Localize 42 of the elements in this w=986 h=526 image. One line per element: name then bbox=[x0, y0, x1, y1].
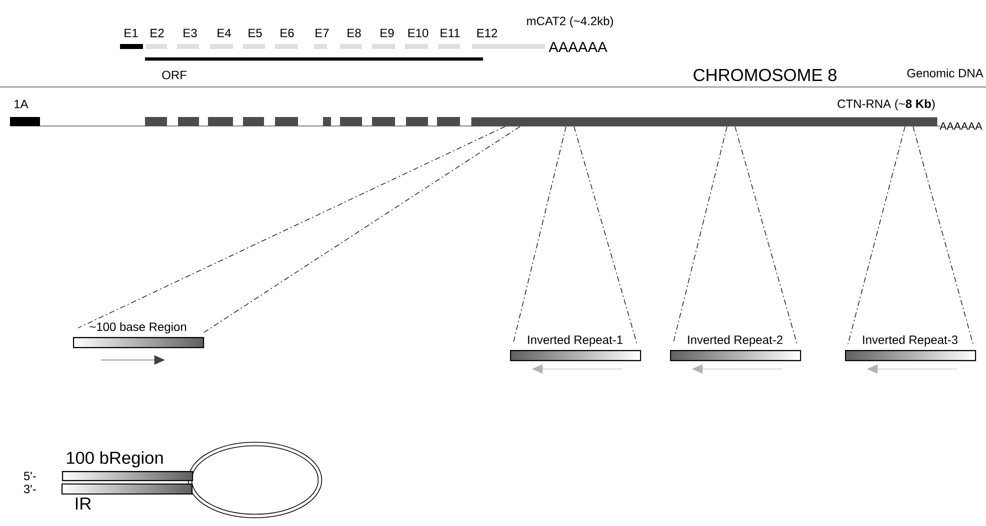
zoom-line bbox=[512, 126, 566, 344]
orf-label: ORF bbox=[162, 70, 186, 80]
node-label: Inverted Repeat-2 bbox=[688, 335, 782, 346]
zoom-line bbox=[734, 126, 798, 344]
genomic-label: Genomic DNA bbox=[907, 68, 984, 78]
exon-label: E5 bbox=[248, 28, 262, 38]
exon-label: E7 bbox=[316, 28, 329, 38]
exon-label: E11 bbox=[440, 28, 460, 38]
exon-label: E8 bbox=[348, 28, 361, 38]
region-box: Inverted Repeat-3 bbox=[845, 335, 976, 362]
rna-label: CTN-RNA (~8 Kb) bbox=[838, 99, 935, 110]
exon-label: E6 bbox=[280, 28, 294, 38]
region-box: Inverted Repeat-2 bbox=[670, 335, 802, 362]
exon-label: E2 bbox=[150, 28, 164, 38]
region-label: IR bbox=[76, 498, 91, 510]
rna-bar bbox=[471, 117, 938, 126]
node-label: ~100 base Region bbox=[90, 322, 186, 334]
region-box: ~100 base Region bbox=[73, 322, 204, 348]
zoom-line bbox=[78, 126, 506, 328]
chromosome-label: CHROMOSOME 8 bbox=[694, 68, 836, 82]
exon-label: 1A bbox=[14, 100, 28, 108]
exon-label: E9 bbox=[380, 28, 394, 38]
zoom-line bbox=[848, 126, 906, 344]
zoom-line bbox=[672, 126, 728, 344]
exon-label: E3 bbox=[184, 28, 197, 38]
strand-label: 3'- bbox=[24, 484, 36, 494]
exon-label: E4 bbox=[218, 28, 231, 38]
region-box: Inverted Repeat-1 bbox=[510, 335, 642, 362]
exon-label: E12 bbox=[477, 28, 498, 38]
exon-label: E10 bbox=[408, 28, 428, 38]
strand-label: 5'- bbox=[24, 472, 36, 480]
hairpin-drawing bbox=[61, 442, 322, 518]
zoom-line bbox=[574, 126, 638, 344]
node-label: Inverted Repeat-1 bbox=[528, 335, 622, 346]
region-label: 100 bRegion bbox=[66, 451, 163, 468]
poly-a-label: AAAAAA bbox=[940, 122, 982, 130]
gene-label: mCAT2 (~4.2kb) bbox=[527, 16, 613, 28]
node-label: Inverted Repeat-3 bbox=[863, 335, 958, 346]
poly-a-label: AAAAAA bbox=[548, 42, 608, 52]
zoom-line bbox=[912, 126, 974, 344]
zoom-line bbox=[202, 126, 520, 334]
exon-label: E1 bbox=[124, 28, 138, 38]
